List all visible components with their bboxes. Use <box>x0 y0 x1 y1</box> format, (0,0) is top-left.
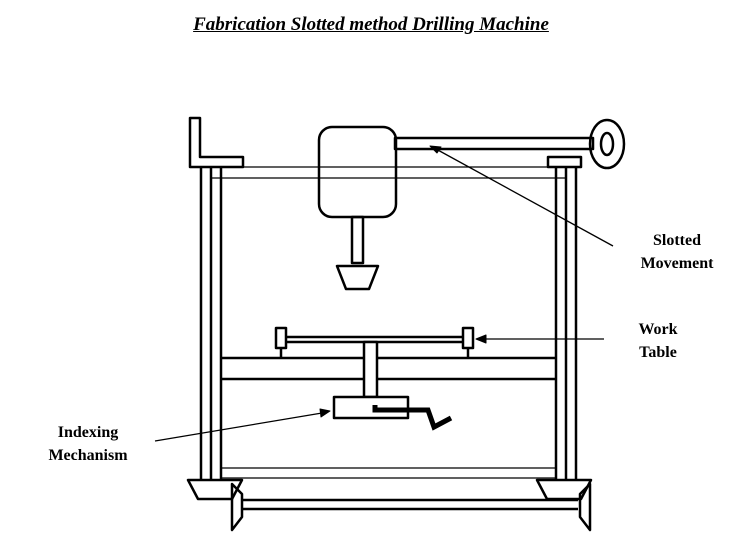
right-top-cap <box>546 155 583 169</box>
slotted-movement-pointer <box>435 148 614 247</box>
left-table-clamp <box>274 326 288 350</box>
indexing-mechanism-label-line1: Indexing <box>57 424 119 441</box>
work-table-label-line1: Work <box>638 321 678 338</box>
base-right-end-cap <box>578 482 592 532</box>
indexing-mechanism-label: Indexing Mechanism <box>30 421 146 467</box>
drill-chuck <box>335 264 380 291</box>
slotted-movement-arrowhead <box>429 145 442 154</box>
work-table-arrowhead <box>475 334 487 344</box>
arm-handle-ring <box>588 118 626 170</box>
indexing-mechanism-arrowhead <box>319 408 331 418</box>
indexing-mechanism-pointer <box>154 412 323 442</box>
base-left-end-cap <box>230 482 244 532</box>
arm-handle-hole <box>599 131 615 157</box>
diagram-title: Fabrication Slotted method Drilling Mach… <box>193 14 549 35</box>
table-central-post <box>362 340 379 399</box>
slotted-movement-label-line1: Slotted <box>653 232 701 249</box>
indexing-mechanism-label-line2: Mechanism <box>48 447 128 464</box>
slotted-movement-label-line2: Movement <box>640 255 714 272</box>
left-top-bracket <box>188 116 245 169</box>
slotted-arm <box>393 136 595 151</box>
drill-spindle <box>350 215 365 265</box>
right-table-clamp <box>461 326 475 350</box>
work-table-label: Work Table <box>620 318 696 364</box>
indexing-crank <box>372 405 453 431</box>
work-table-label-line2: Table <box>639 344 677 361</box>
left-foot <box>186 478 244 501</box>
drill-motor <box>317 125 398 219</box>
slotted-movement-label: Slotted Movement <box>624 229 730 275</box>
